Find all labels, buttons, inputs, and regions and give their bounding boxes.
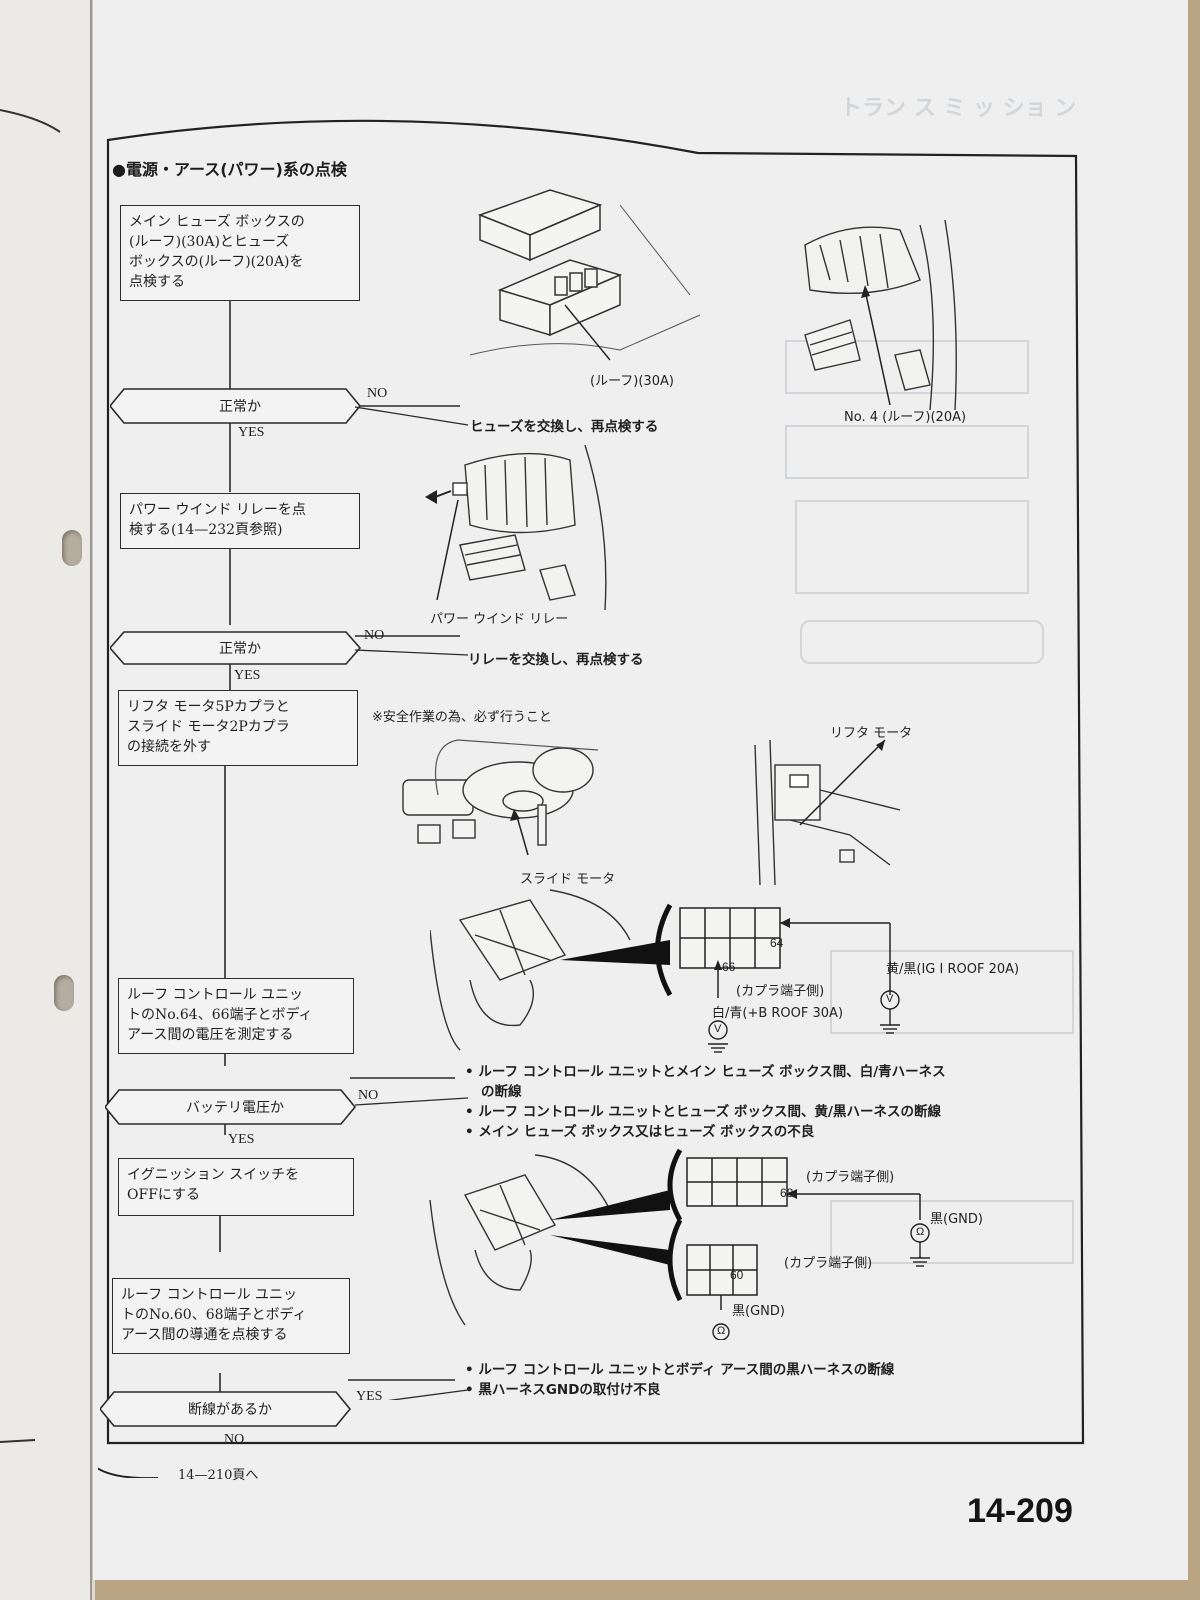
decision-1-no: NO [367,386,388,401]
decision-shape-4 [100,1391,352,1427]
pin-66: 66 [722,960,736,974]
decision-3-yes: YES [228,1132,255,1147]
step-check-relay: パワー ウインド リレーを点検する(14—232頁参照) [120,493,360,549]
ohmmeter-symbol-2: Ω [717,1325,726,1337]
pin-64: 64 [770,936,784,950]
roof-control-unit-continuity-diagram [429,1148,930,1340]
bleed-through-reverse-side: トラン ス ミ ッ ショ ン [785,80,1170,1480]
decision-shape-2 [110,631,362,665]
decision-label-4: 断線があるか [188,1402,272,1418]
page-frame [98,119,1085,1478]
decision-shape-3 [105,1089,357,1125]
decision-3-no: NO [358,1088,379,1103]
slide-motor-illustration [402,739,599,856]
coupler-side-label-1: (カプラ端子側) [736,984,825,999]
step-check-fuses: メイン ヒューズ ボックスの(ルーフ)(30A)とヒューズボックスの(ルーフ)(… [120,205,360,301]
decision-label-2: 正常か [219,641,261,657]
safety-note: ※安全作業の為、必ず行うこと [372,710,552,725]
bleed-through-title: トラン ス ミ ッ ショ ン [840,96,1077,121]
step-check-continuity: ルーフ コントロール ユニットのNo.60、68端子とボディアース間の導通を点検… [112,1278,350,1354]
roof-control-unit-voltage-diagram [430,889,900,1053]
punch-hole-lower [54,975,74,1011]
punch-hole-upper [62,530,82,566]
decision-shape-1 [110,388,362,424]
pin-60: 60 [730,1268,744,1282]
decision-1-yes: YES [238,425,265,440]
lifter-motor-label: リフタ モータ [830,726,913,741]
power-window-relay-label: パワー ウインド リレー [430,612,569,627]
roof-30a-label: (ルーフ)(30A) [590,374,674,389]
ohmmeter-symbol-1: Ω [916,1226,925,1238]
result-ground-faults: • ルーフ コントロール ユニットとボディ アース間の黒ハーネスの断線 • 黒ハ… [465,1362,895,1398]
black-gnd-label-1: 黒(GND) [930,1212,983,1227]
continue-reference: 14—210頁へ [178,1468,259,1483]
result-replace-fuse: ヒューズを交換し、再点検する [470,419,659,435]
previous-page-edge [0,0,92,1600]
no4-roof-20a-label: No. 4 (ルーフ)(20A) [844,410,967,425]
white-blue-wire-label: 白/青(+B ROOF 30A) [712,1006,844,1021]
decision-label-1: 正常か [219,399,261,415]
decision-2-yes: YES [234,668,261,683]
decision-4-no: NO [224,1432,245,1447]
step-measure-voltage: ルーフ コントロール ユニットのNo.64、66端子とボディアース間の電圧を測定… [118,978,354,1054]
result-replace-relay: リレーを交換し、再点検する [468,652,644,668]
section-title: ●電源・アース(パワー)系の点検 [112,160,347,179]
yellow-black-wire-label: 黄/黒(IG I ROOF 20A) [886,962,1020,977]
voltmeter-symbol-1: V [886,993,894,1005]
main-fuse-box-illustration [470,189,701,361]
page-number: 14-209 [967,1492,1073,1530]
result-harness-faults: • ルーフ コントロール ユニットとメイン ヒューズ ボックス間、白/青ハーネス… [465,1064,946,1140]
pin-68: 68 [780,1186,794,1200]
decision-label-3: バッテリ電圧か [186,1100,284,1116]
previous-page-lines [0,109,61,1443]
slide-motor-label: スライド モータ [520,872,616,887]
coupler-side-label-2: (カプラ端子側) [806,1170,895,1185]
power-window-relay-illustration [425,445,607,611]
voltmeter-symbol-2: V [714,1023,722,1035]
result-leader-lines [354,406,469,1400]
coupler-side-label-3: (カプラ端子側) [784,1256,873,1271]
black-gnd-label-2: 黒(GND) [732,1304,785,1319]
decision-4-yes: YES [356,1389,383,1404]
lifter-motor-illustration [754,739,901,886]
under-dash-fuse-box-illustration [804,220,957,411]
step-disconnect-couplers: リフタ モータ5Pカプラとスライド モータ2Pカプラの接続を外す [118,690,358,766]
decision-2-no: NO [364,628,385,643]
